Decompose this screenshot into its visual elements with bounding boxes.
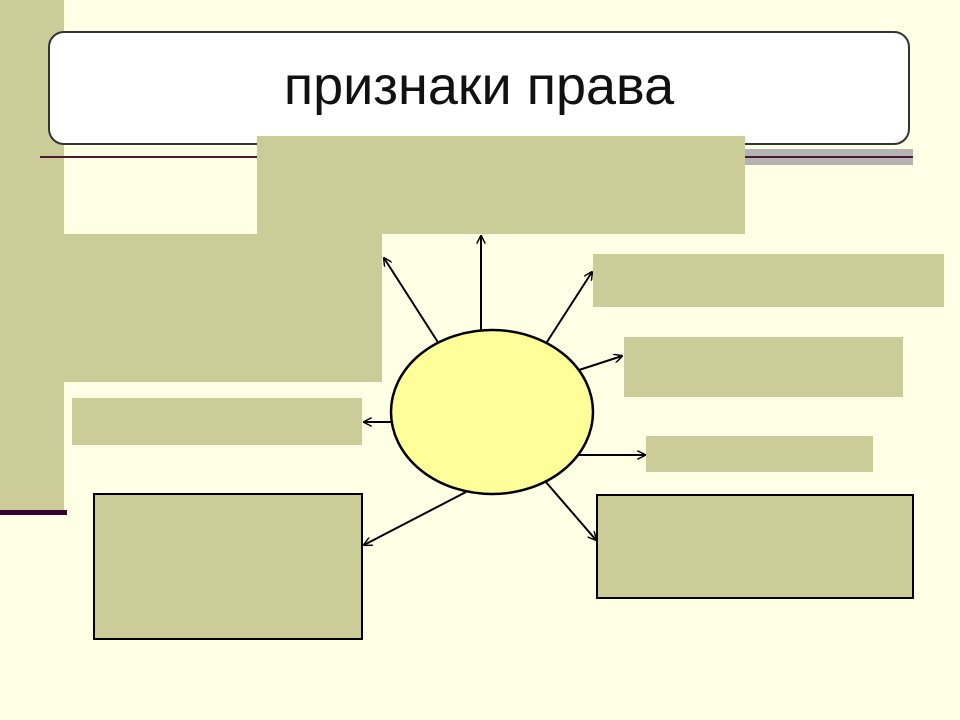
left-bar-underline <box>0 510 67 515</box>
feature-box-bottom-left <box>93 493 363 640</box>
arrow-to-right-1 <box>544 272 592 346</box>
feature-box-top <box>257 136 745 234</box>
feature-box-bottom-right <box>596 494 914 599</box>
title-box: признаки права <box>48 31 910 145</box>
feature-box-right-2 <box>624 337 903 397</box>
title-rule-left <box>40 156 260 158</box>
feature-box-right-3 <box>646 436 873 472</box>
center-ellipse <box>389 328 595 496</box>
arrow-to-upper-left <box>384 258 442 348</box>
feature-box-right-1 <box>593 254 944 307</box>
arrow-to-bottom-right <box>544 480 596 540</box>
feature-box-upper-left <box>64 234 382 382</box>
page-title: признаки права <box>283 56 675 116</box>
title-rule-right <box>745 156 913 158</box>
arrow-to-right-2 <box>578 356 622 371</box>
feature-box-left-middle <box>72 398 362 445</box>
arrow-to-bottom-left <box>364 491 467 545</box>
